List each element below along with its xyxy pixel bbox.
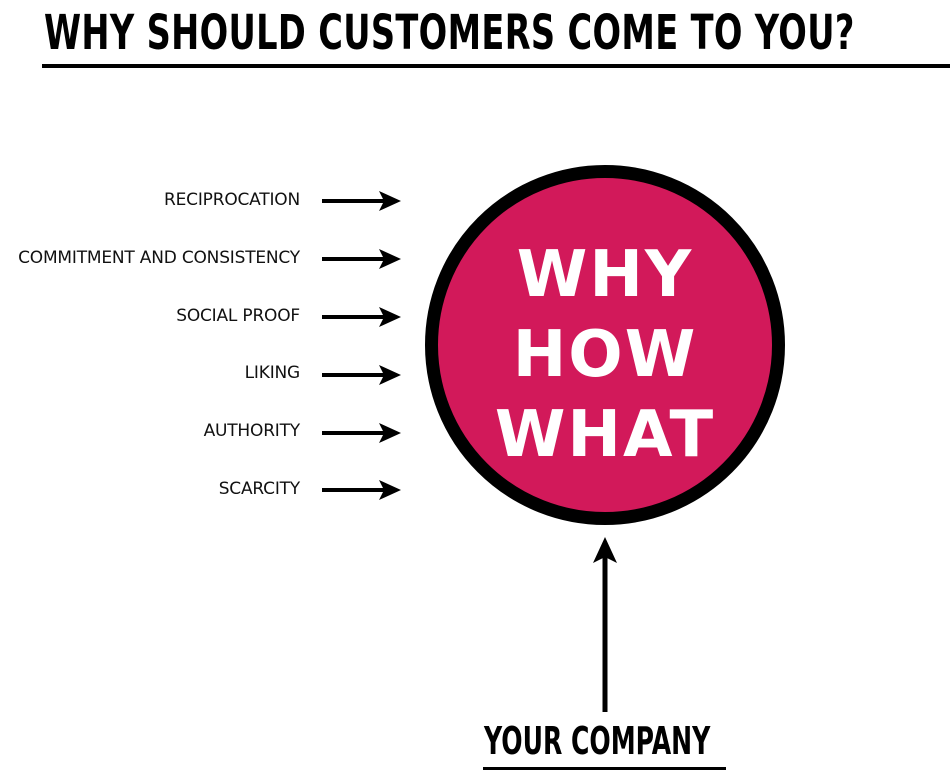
influence-arrow-liking — [322, 365, 401, 385]
company-label: YOUR COMPANY — [483, 718, 726, 770]
influence-label-reciprocation: RECIPROCATION — [164, 190, 300, 210]
circle-word-how: HOW — [512, 318, 698, 392]
diagram-title-text: WHY SHOULD CUSTOMERS COME TO YOU? — [44, 5, 855, 61]
why-how-what-circle: WHY HOW WHAT — [425, 165, 785, 525]
influence-arrow-commitment — [322, 249, 401, 269]
influence-label-authority: AUTHORITY — [203, 421, 301, 441]
influence-arrow-authority — [322, 423, 401, 443]
company-label-text: YOUR COMPANY — [484, 719, 711, 763]
influence-label-commitment: COMMITMENT AND CONSISTENCY — [18, 248, 300, 268]
circle-word-why: WHY — [516, 238, 694, 312]
influence-label-liking: LIKING — [244, 363, 301, 383]
diagram-title: WHY SHOULD CUSTOMERS COME TO YOU? — [42, 4, 950, 68]
influence-arrow-scarcity — [322, 480, 401, 500]
circle-word-what: WHAT — [494, 398, 716, 472]
influence-label-scarcity: SCARCITY — [218, 479, 301, 499]
company-arrow — [593, 537, 617, 712]
influence-arrow-reciprocation — [322, 191, 401, 211]
influence-arrow-social-proof — [322, 307, 401, 327]
influence-label-social-proof: SOCIAL PROOF — [176, 306, 300, 326]
